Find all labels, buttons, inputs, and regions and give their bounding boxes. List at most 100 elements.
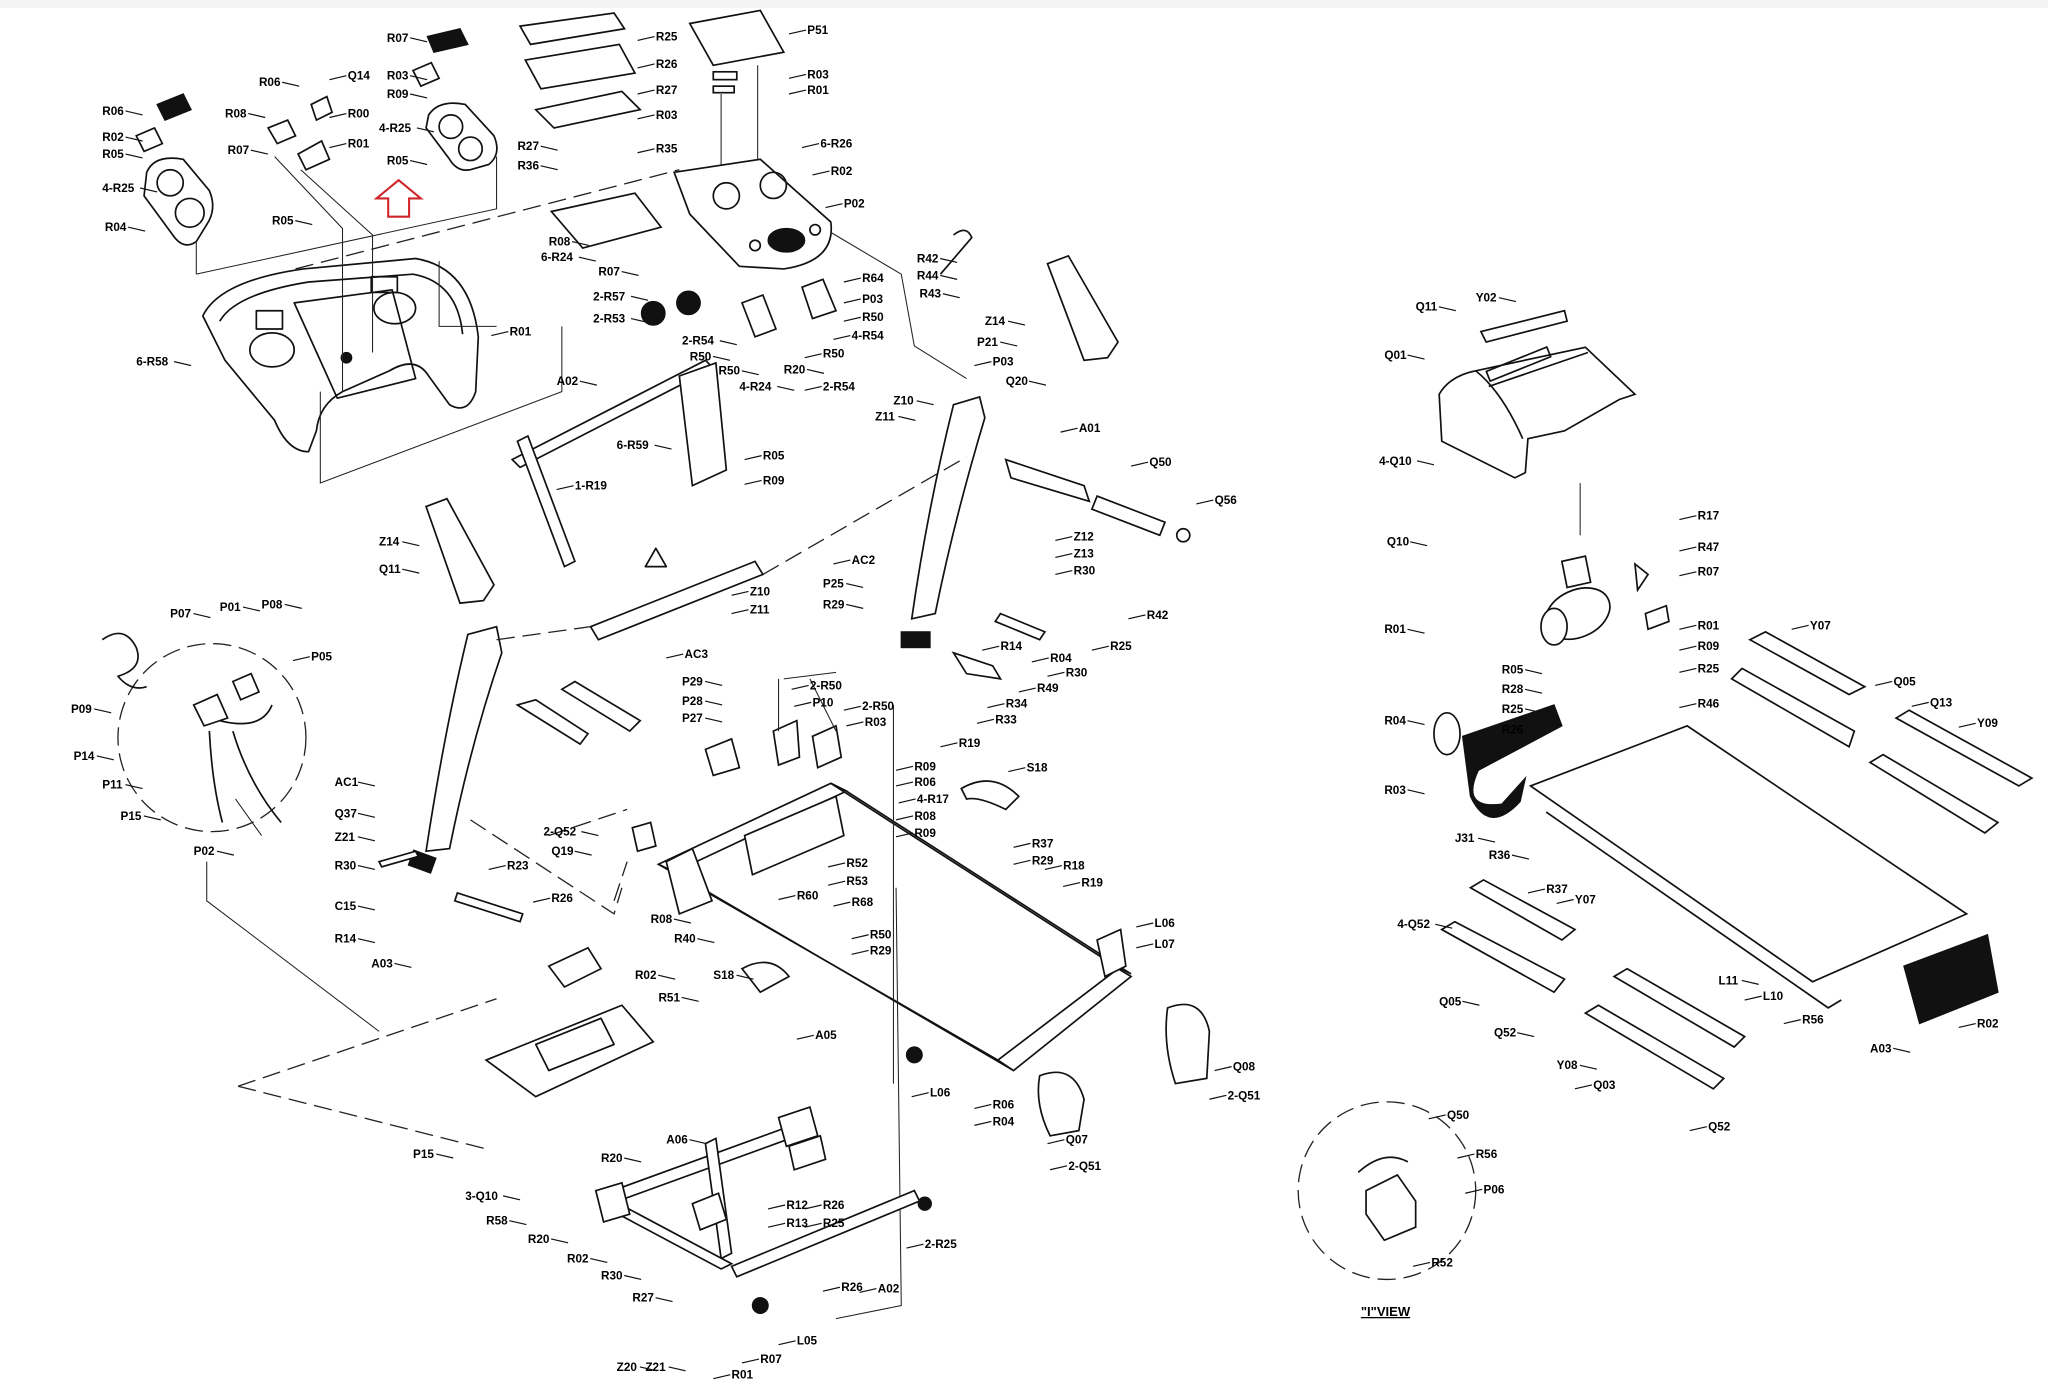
part-callout-label: R03 xyxy=(387,70,409,83)
callout-leader-line xyxy=(1679,645,1697,651)
display-plate-r08 xyxy=(549,192,663,250)
part-callout-label: Z21 xyxy=(645,1361,666,1374)
wheel-l05 xyxy=(751,1297,769,1315)
part-callout-label: 4-Q10 xyxy=(1379,455,1412,468)
motor-cover-q01 xyxy=(1438,309,1637,479)
part-callout-label: R50 xyxy=(862,311,884,324)
callout-leader-line xyxy=(1791,624,1809,630)
drive-motor-r02 xyxy=(547,946,603,989)
part-callout-label: R02 xyxy=(1977,1017,1999,1030)
callout-leader-line xyxy=(1091,645,1109,651)
part-callout-label: R07 xyxy=(598,265,620,278)
knob-left xyxy=(640,300,666,326)
part-callout-label: R19 xyxy=(1081,876,1103,889)
callout-leader-line xyxy=(329,75,347,81)
callout-leader-line xyxy=(898,415,916,421)
part-callout-label: P28 xyxy=(682,695,703,708)
callout-leader-line xyxy=(1679,703,1697,709)
part-callout-label: R09 xyxy=(387,88,409,101)
callout-leader-line xyxy=(1462,1000,1480,1006)
handlebar-left xyxy=(515,698,590,746)
part-callout-label: P03 xyxy=(993,356,1014,369)
callout-leader-line xyxy=(357,836,376,842)
callout-leader-line xyxy=(1407,789,1425,795)
part-callout-label: L06 xyxy=(930,1087,951,1100)
upright-right-ac2 xyxy=(910,395,986,620)
part-callout-label: 4-R25 xyxy=(102,182,134,195)
part-callout-label: Q11 xyxy=(379,563,401,576)
wheel-2r25 xyxy=(917,1196,932,1211)
callout-leader-line xyxy=(571,240,590,247)
part-callout-label: R25 xyxy=(823,1217,845,1230)
part-callout-label: Q37 xyxy=(335,807,358,820)
part-callout-label: A03 xyxy=(371,957,393,970)
part-callout-label: R01 xyxy=(807,84,829,97)
grip-pad-right xyxy=(426,27,469,53)
keypad-right-small xyxy=(411,61,441,88)
part-callout-label: Z13 xyxy=(1074,547,1095,560)
callout-leader-line xyxy=(812,170,830,176)
part-callout-label: R00 xyxy=(348,107,370,120)
part-callout-label: A05 xyxy=(815,1029,837,1042)
callout-leader-line xyxy=(1055,569,1073,576)
part-callout-label: R05 xyxy=(387,154,409,167)
callout-leader-line xyxy=(846,721,864,727)
callout-leader-line xyxy=(1435,923,1453,929)
callout-leader-line xyxy=(410,75,428,81)
part-callout-label: A02 xyxy=(878,1282,900,1295)
part-callout-label: Z21 xyxy=(335,831,356,844)
callout-leader-line xyxy=(491,331,509,337)
callout-leader-line xyxy=(579,380,597,386)
part-callout-label: R08 xyxy=(914,810,936,823)
part-callout-label: P02 xyxy=(194,845,215,858)
end-cap-q08 xyxy=(1165,1003,1211,1085)
part-callout-label: R17 xyxy=(1698,510,1720,523)
part-callout-label: L06 xyxy=(1155,917,1176,930)
part-callout-label: R01 xyxy=(510,326,532,339)
part-callout-label: 6-R58 xyxy=(136,356,168,369)
board-r26 xyxy=(523,43,637,90)
drive-motor-r01 xyxy=(1540,555,1670,646)
part-callout-label: R20 xyxy=(784,363,806,376)
flywheel-r04 xyxy=(1433,711,1461,756)
part-callout-label: R26 xyxy=(823,1199,845,1212)
callout-leader-line xyxy=(1556,898,1574,904)
side-rail-q05-top xyxy=(1730,667,1856,749)
callout-leader-line xyxy=(1060,427,1078,433)
part-callout-label: P10 xyxy=(813,696,834,709)
callout-leader-line xyxy=(940,257,958,263)
callout-leader-line xyxy=(1007,320,1026,326)
callout-leader-line xyxy=(1783,1019,1801,1025)
handle-grip-left xyxy=(560,680,642,733)
callout-leader-line xyxy=(357,864,376,871)
part-callout-label: 2-R54 xyxy=(682,335,714,348)
callout-leader-line xyxy=(1196,499,1214,505)
callout-leader-line xyxy=(410,93,428,99)
part-callout-label: R06 xyxy=(102,105,124,118)
callout-leader-line xyxy=(744,479,762,485)
side-rail-q05-bottom xyxy=(1440,920,1566,994)
callout-leader-line xyxy=(833,334,851,341)
bracket-r03 xyxy=(811,724,843,769)
callout-leader-line xyxy=(1031,657,1049,663)
callout-leader-line xyxy=(846,582,864,589)
callout-leader-line xyxy=(1214,1066,1232,1072)
part-callout-label: 4-R54 xyxy=(852,329,884,342)
part-callout-label: R06 xyxy=(993,1098,1015,1111)
part-callout-label: Q13 xyxy=(1930,696,1953,709)
part-callout-label: R02 xyxy=(102,131,124,144)
callout-leader-line xyxy=(540,145,558,151)
part-callout-label: P09 xyxy=(71,703,92,716)
part-callout-label: L05 xyxy=(797,1335,818,1348)
part-callout-label: R35 xyxy=(656,143,678,156)
part-callout-label: R42 xyxy=(1147,609,1169,622)
part-callout-label: Z11 xyxy=(750,604,770,617)
callout-leader-line xyxy=(624,1274,642,1280)
callout-leader-line xyxy=(637,89,655,95)
part-callout-label: R28 xyxy=(1502,683,1524,696)
part-callout-label: P08 xyxy=(262,598,283,611)
pivot-block-right xyxy=(900,631,931,649)
part-callout-label: R47 xyxy=(1698,541,1720,554)
part-callout-label: R26 xyxy=(841,1281,863,1294)
callout-leader-line xyxy=(719,340,737,346)
